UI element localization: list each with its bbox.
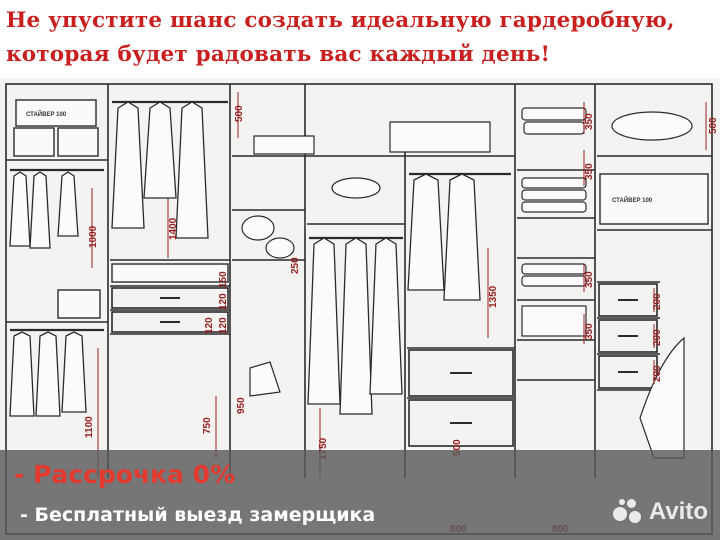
dim-500-mid: 500 — [452, 439, 463, 456]
svg-text:СТАЙВЕР 100: СТАЙВЕР 100 — [612, 196, 653, 204]
dim-150: 150 — [218, 271, 229, 288]
dim-200-a: 200 — [652, 293, 663, 310]
avito-logo-icon — [612, 499, 643, 525]
svg-text:СТАЙВЕР 100: СТАЙВЕР 100 — [26, 110, 67, 118]
dim-1400: 1400 — [168, 217, 179, 240]
avito-watermark: Avito — [612, 498, 708, 526]
dim-200-b: 200 — [652, 329, 663, 346]
dim-1750: 1750 — [318, 437, 329, 460]
promo-installment: - Рассрочка 0% — [14, 460, 236, 489]
dim-120-b: 120 — [218, 317, 229, 334]
dim-200-c: 200 — [652, 365, 663, 382]
dim-1350: 1350 — [488, 285, 499, 308]
dim-120-c: 120 — [204, 317, 215, 334]
dim-120-a: 120 — [218, 293, 229, 310]
dim-500-right: 500 — [708, 117, 719, 134]
dim-500-top: 500 — [234, 105, 245, 122]
dim-750: 750 — [202, 417, 213, 434]
dim-350-b: 350 — [584, 163, 595, 180]
dim-950: 950 — [236, 397, 247, 414]
dim-1100: 1100 — [84, 416, 95, 438]
avito-watermark-text: Avito — [648, 498, 708, 525]
headline-line-2: которая будет радовать вас каждый день! — [6, 42, 551, 67]
dim-1000: 1000 — [88, 225, 99, 248]
headline-banner: Не упустите шанс создать идеальную гарде… — [0, 0, 720, 78]
dim-350-c: 350 — [584, 271, 595, 288]
dim-250: 250 — [290, 257, 301, 274]
promo-banner: - Рассрочка 0% - Бесплатный выезд замерщ… — [0, 450, 720, 540]
headline-line-1: Не упустите шанс создать идеальную гарде… — [6, 8, 675, 33]
dim-350-d: 350 — [584, 323, 595, 340]
promo-free-measure: - Бесплатный выезд замерщика — [20, 504, 376, 526]
dim-350-a: 350 — [584, 113, 595, 130]
